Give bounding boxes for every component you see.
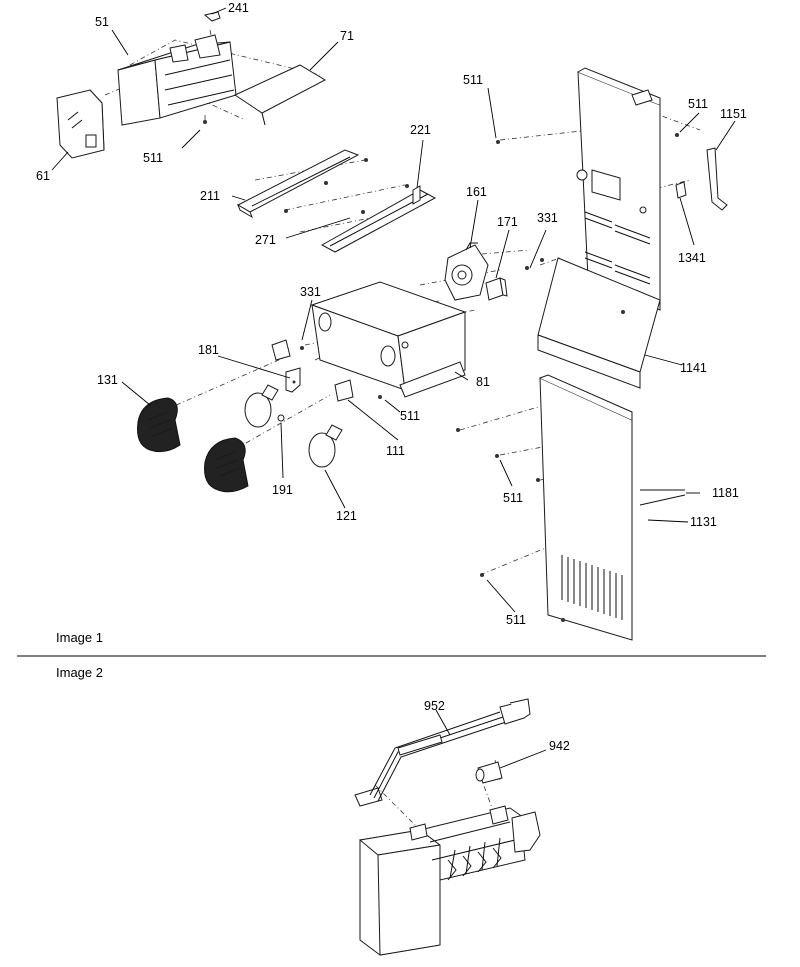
part-1341-clip bbox=[675, 181, 687, 199]
part-942-bracket bbox=[475, 761, 503, 784]
label-191: 191 bbox=[272, 483, 293, 497]
label-51: 51 bbox=[95, 15, 109, 29]
label-331-a: 331 bbox=[537, 211, 558, 225]
part-221-rail bbox=[320, 185, 437, 253]
label-1151: 1151 bbox=[720, 107, 747, 121]
part-211-rail bbox=[236, 149, 360, 219]
section-title-image-1: Image 1 bbox=[56, 630, 103, 645]
label-1141: 1141 bbox=[680, 361, 707, 375]
part-131-light-covers bbox=[137, 397, 249, 493]
label-181: 181 bbox=[198, 343, 219, 357]
part-81-housing bbox=[310, 281, 467, 398]
image-1-exploded-view: 241 51 71 61 511 221 211 271 161 171 331… bbox=[36, 1, 747, 645]
label-121: 121 bbox=[336, 509, 357, 523]
label-511-f: 511 bbox=[506, 613, 526, 627]
screws bbox=[203, 120, 679, 622]
leader-lines bbox=[51, 7, 736, 613]
label-81: 81 bbox=[476, 375, 490, 389]
label-161: 161 bbox=[466, 185, 487, 199]
image-2-exploded-view: Image 2 bbox=[56, 665, 570, 956]
label-111: 111 bbox=[386, 444, 405, 458]
label-511-e: 511 bbox=[503, 491, 523, 505]
label-952: 952 bbox=[424, 699, 445, 713]
part-1131-panel bbox=[539, 374, 686, 641]
part-labels: 241 51 71 61 511 221 211 271 161 171 331… bbox=[36, 1, 747, 627]
label-942: 942 bbox=[549, 739, 570, 753]
part-sockets bbox=[271, 339, 354, 402]
part-1141-panel bbox=[537, 257, 661, 389]
label-1131: 1131 bbox=[690, 515, 717, 529]
label-1341: 1341 bbox=[678, 251, 706, 265]
part-61-cover bbox=[56, 89, 105, 159]
label-131: 131 bbox=[97, 373, 118, 387]
part-71-plate bbox=[233, 64, 327, 126]
part-1151-bracket bbox=[706, 147, 728, 211]
label-511-c: 511 bbox=[688, 97, 708, 111]
part-rear-panel bbox=[576, 67, 661, 311]
part-952-wire-harness bbox=[354, 698, 531, 807]
label-1181: 1181 bbox=[712, 486, 739, 500]
part-171-switch bbox=[485, 277, 508, 301]
label-171: 171 bbox=[497, 215, 518, 229]
part-181-bracket bbox=[285, 367, 301, 393]
label-221: 221 bbox=[410, 123, 431, 137]
section-title-image-2: Image 2 bbox=[56, 665, 103, 680]
label-61: 61 bbox=[36, 169, 50, 183]
part-icemaker-assembly bbox=[358, 805, 541, 956]
label-211: 211 bbox=[200, 189, 220, 203]
label-271: 271 bbox=[255, 233, 276, 247]
label-241: 241 bbox=[228, 1, 249, 15]
label-511-a: 511 bbox=[143, 151, 163, 165]
label-331-b: 331 bbox=[300, 285, 321, 299]
part-bulbs bbox=[244, 384, 343, 468]
label-511-d: 511 bbox=[400, 409, 420, 423]
part-51-icemaker bbox=[117, 34, 237, 126]
label-511-b: 511 bbox=[463, 73, 483, 87]
part-161-motor bbox=[444, 242, 489, 301]
label-71: 71 bbox=[340, 29, 354, 43]
